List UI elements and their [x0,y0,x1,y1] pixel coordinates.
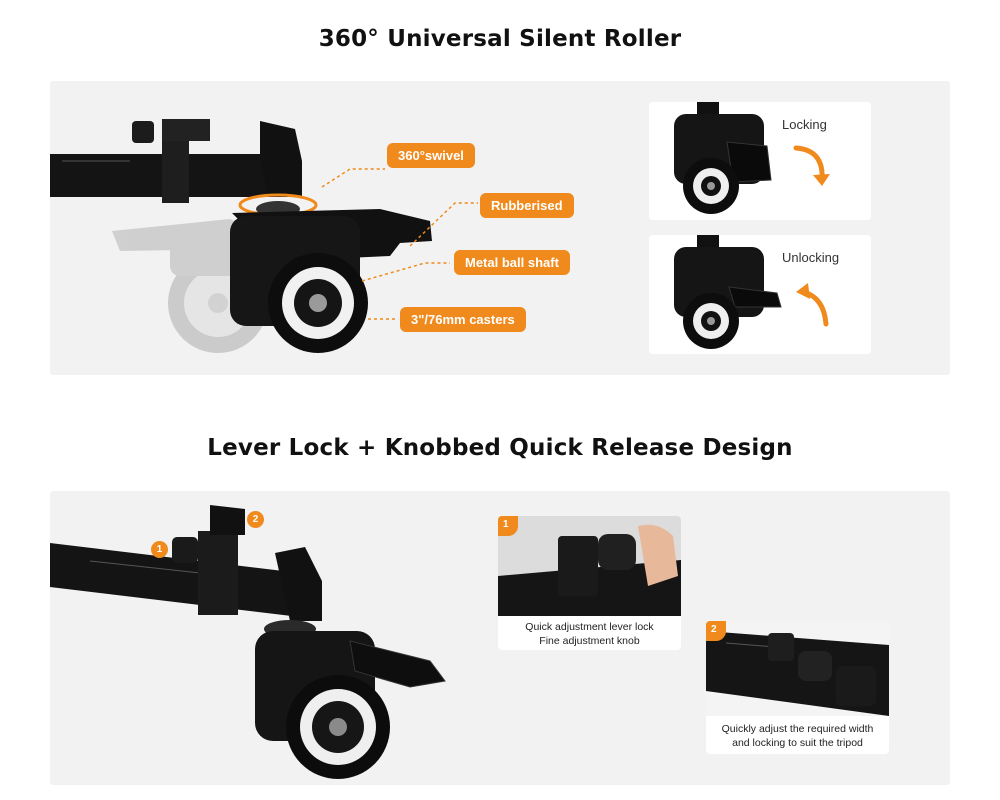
card1-caption-line2: Fine adjustment knob [539,635,640,647]
unlocking-arrow-icon [796,283,829,327]
unlocked-caster-image [674,235,782,349]
callout-swivel: 360°swivel [387,143,475,168]
unlocking-label: Unlocking [782,250,840,265]
card2-number-badge: 2 [706,621,726,641]
callout-metal-ball-shaft: Metal ball shaft [454,250,570,275]
locking-arrow-icon [793,145,830,186]
marker-2-badge: 2 [247,511,264,528]
card1-number-badge: 1 [498,516,518,536]
unlocking-card: Unlocking [649,235,871,354]
locking-label: Locking [782,117,827,132]
lever-lock-closeup-image [498,516,681,616]
section-title-lever-lock: Lever Lock + Knobbed Quick Release Desig… [207,435,793,461]
callout-casters: 3"/76mm casters [400,307,526,332]
card2-caption-line2: and locking to suit the tripod [732,737,863,749]
width-adjust-card: 2 Quickly adjust the required width and … [706,621,889,754]
locking-card: Locking [649,102,871,220]
lever-lock-card: 1 Quick adjustment lever lock Fine adjus… [498,516,681,650]
locked-caster-image [674,102,772,214]
lever-lock-illustration [50,505,446,779]
callout-rubberised: Rubberised [480,193,574,218]
card1-caption-line1: Quick adjustment lever lock [525,621,654,633]
caster-illustration [50,119,478,353]
width-adjust-closeup-image [706,621,889,716]
marker-1-badge: 1 [151,541,168,558]
card2-caption-line1: Quickly adjust the required width [721,723,874,735]
section-title-roller: 360° Universal Silent Roller [318,26,682,52]
